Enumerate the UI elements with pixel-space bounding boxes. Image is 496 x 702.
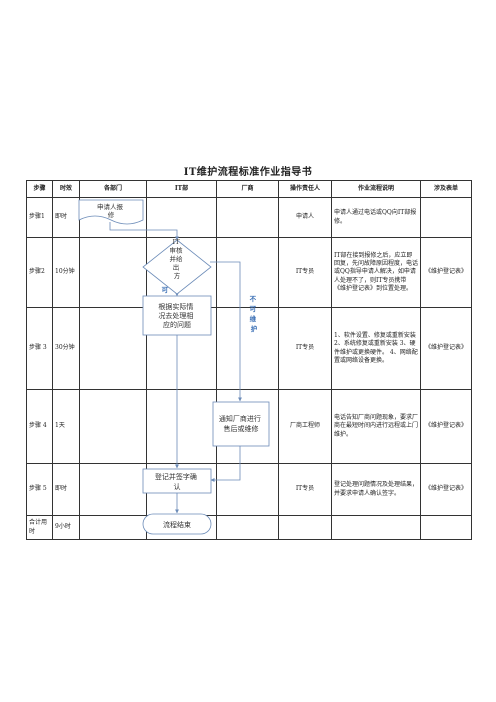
header-responsible: 操作责任人 (278, 180, 332, 198)
step-cell: 步骤2 (26, 237, 53, 308)
form-cell (420, 515, 472, 540)
header-it-dept: IT部 (146, 180, 217, 198)
it-cell (146, 197, 217, 238)
form-cell: 《维护登记表》 (420, 389, 472, 464)
form-cell: 《维护登记表》 (420, 307, 472, 390)
step-cell: 步骤1 (26, 197, 53, 238)
duration-cell: 10分钟 (52, 237, 80, 308)
step-cell: 步骤 4 (26, 389, 53, 464)
duration-cell: 即时 (52, 197, 80, 238)
header-departments: 各部门 (79, 180, 147, 198)
responsible-cell: IT专员 (278, 307, 332, 390)
vendor-cell (216, 197, 279, 238)
it-cell (146, 515, 217, 540)
header-row: 步骤 时效 各部门 IT部 厂商 操作责任人 作业流程说明 涉及表单 (26, 180, 472, 198)
responsible-cell: IT专员 (278, 463, 332, 516)
table-row: 步骤2 10分钟 IT专员 IT部在接到报修之后，应立即回复，先问故障原因程度，… (26, 237, 472, 308)
sop-table: 步骤 时效 各部门 IT部 厂商 操作责任人 作业流程说明 涉及表单 步骤1 即… (26, 180, 472, 540)
responsible-cell: 厂商工程师 (278, 389, 332, 464)
header-vendor: 厂商 (216, 180, 279, 198)
dept-cell (79, 197, 147, 238)
form-cell (420, 197, 472, 238)
form-cell: 《维护登记表》 (420, 463, 472, 516)
vendor-cell (216, 237, 279, 308)
description-cell: 电话告知厂商问题现象，要求厂商在最短时间内进行远程或上门维护。 (331, 389, 421, 464)
header-step: 步骤 (26, 180, 53, 198)
form-cell: 《维护登记表》 (420, 237, 472, 308)
page-title: IT维护流程标准作业指导书 (183, 167, 313, 178)
vendor-cell (216, 515, 279, 540)
vendor-cell (216, 389, 279, 464)
step-cell: 步骤 3 (26, 307, 53, 390)
it-cell (146, 237, 217, 308)
vendor-cell (216, 307, 279, 390)
description-cell (331, 515, 421, 540)
duration-cell: 即时 (52, 463, 80, 516)
header-forms: 涉及表单 (420, 180, 472, 198)
header-duration: 时效 (52, 180, 80, 198)
duration-cell: 9小时 (52, 515, 80, 540)
table-row: 步骤 5 即时 IT专员 登记处理问题情况及处理结果，并要求申请人确认签字。 《… (26, 463, 472, 516)
responsible-cell (278, 515, 332, 540)
vendor-cell (216, 463, 279, 516)
description-cell: 1、软件设置、修复或重新安装 2、系统修复或重新安装 3、硬件维护或更换硬件。 … (331, 307, 421, 390)
dept-cell (79, 389, 147, 464)
it-cell (146, 389, 217, 464)
dept-cell (79, 237, 147, 308)
responsible-cell: 申请人 (278, 197, 332, 238)
description-cell: 申请人通过电话或QQ向IT部报修。 (331, 197, 421, 238)
duration-cell: 30分钟 (52, 307, 80, 390)
dept-cell (79, 515, 147, 540)
dept-cell (79, 463, 147, 516)
it-cell (146, 307, 217, 390)
table-row: 步骤 3 30分钟 IT专员 1、软件设置、修复或重新安装 2、系统修复或重新安… (26, 307, 472, 390)
responsible-cell: IT专员 (278, 237, 332, 308)
step-cell: 步骤 5 (26, 463, 53, 516)
table-row: 合计用时 9小时 (26, 515, 472, 540)
description-cell: IT部在接到报修之后，应立即回复，先问故障原因程度，电话或QQ指导申请人解决，如… (331, 237, 421, 308)
description-cell: 登记处理问题情况及处理结果，并要求申请人确认签字。 (331, 463, 421, 516)
table-row: 步骤 4 1天 厂商工程师 电话告知厂商问题现象，要求厂商在最短时间内进行远程或… (26, 389, 472, 464)
duration-cell: 1天 (52, 389, 80, 464)
dept-cell (79, 307, 147, 390)
it-cell (146, 463, 217, 516)
step-cell: 合计用时 (26, 515, 53, 540)
table-row: 步骤1 即时 申请人 申请人通过电话或QQ向IT部报修。 (26, 197, 472, 238)
header-description: 作业流程说明 (331, 180, 421, 198)
